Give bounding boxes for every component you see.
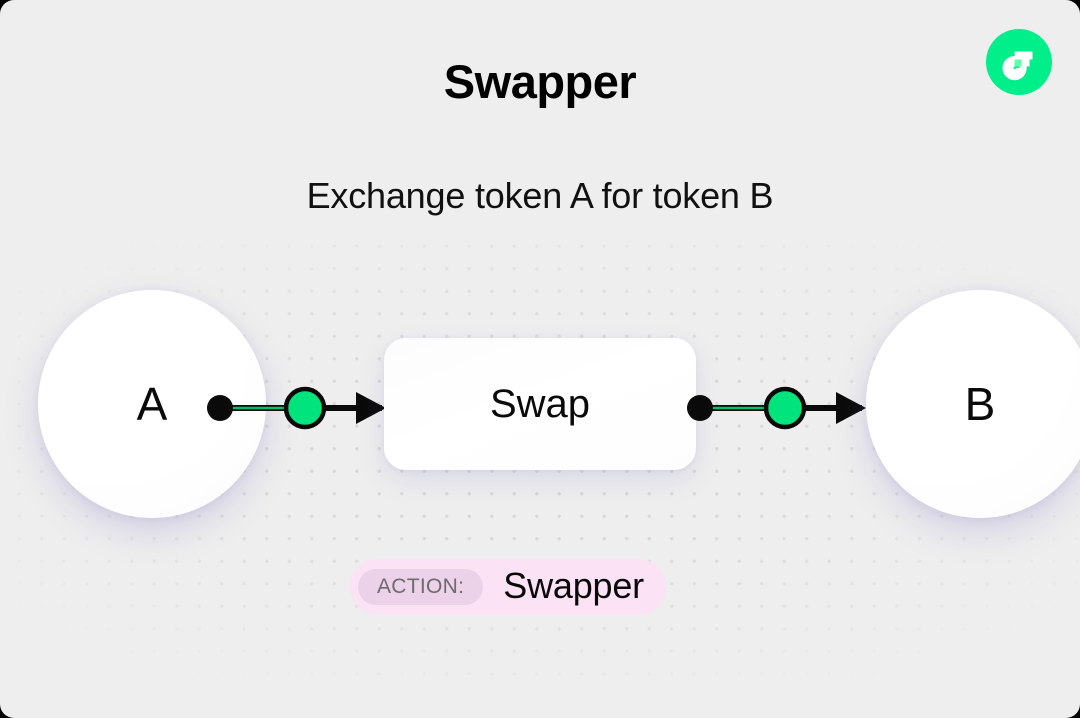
connector-a-to-swap[interactable] (206, 386, 386, 430)
action-label: ACTION: (358, 569, 484, 605)
connector-swap-to-b[interactable] (686, 386, 866, 430)
swap-process-node[interactable]: Swap (384, 338, 696, 470)
action-badge: ACTION: Swapper (350, 559, 666, 615)
flow-logo-icon (986, 29, 1052, 95)
token-node-b[interactable]: B (866, 290, 1080, 518)
page-subtitle: Exchange token A for token B (306, 175, 774, 216)
page-title: Swapper (443, 55, 637, 108)
action-value: Swapper (503, 564, 644, 606)
